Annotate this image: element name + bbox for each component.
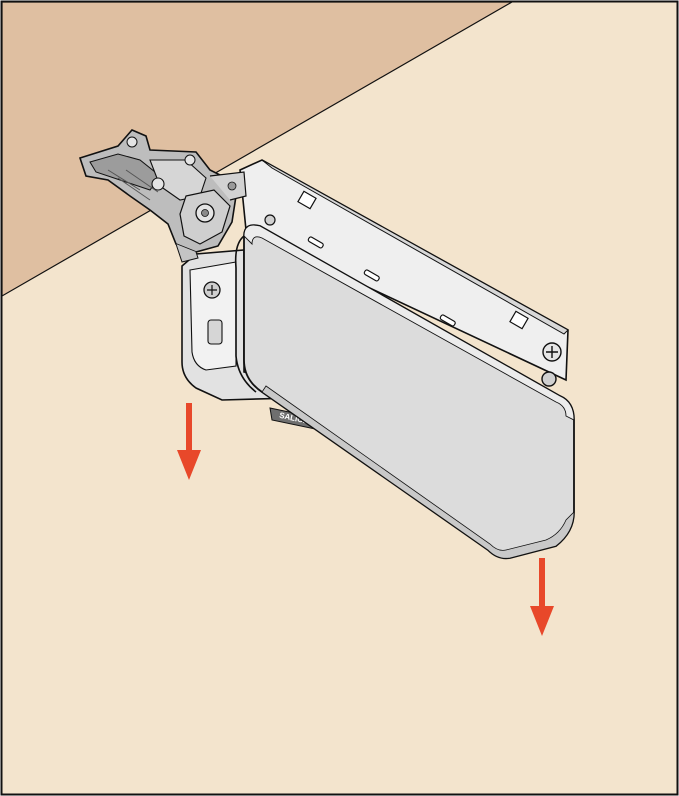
right-down-arrow — [530, 558, 554, 636]
hinge-mechanism — [78, 129, 247, 263]
mounting-plate — [239, 159, 569, 387]
damper-housing — [234, 224, 575, 560]
left-down-arrow — [177, 403, 201, 480]
direction-arrows — [177, 403, 554, 636]
side-bracket: SALICE — [181, 249, 321, 431]
